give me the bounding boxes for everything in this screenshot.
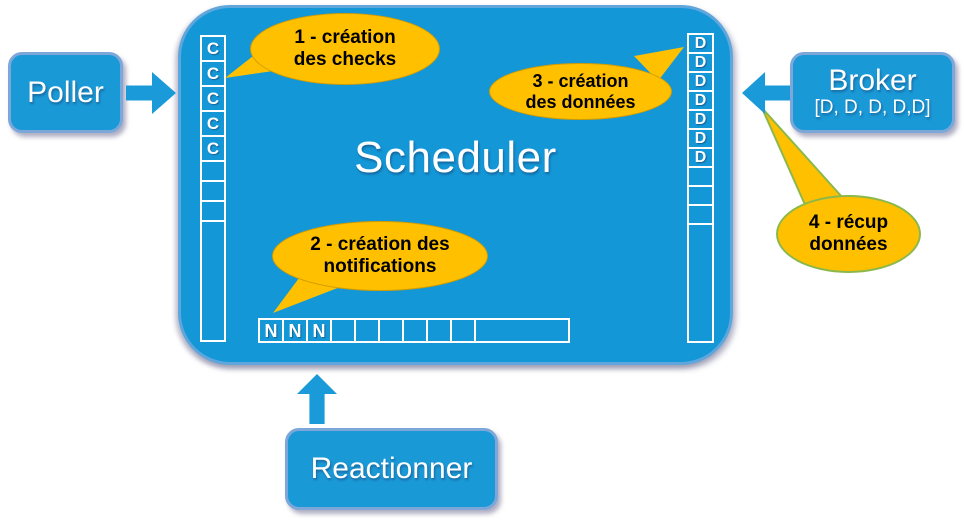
queue-cell [450,318,476,343]
queue-cell: D [687,90,714,111]
queue-cell: N [282,318,308,343]
queue-cell [200,180,226,202]
queue-cell [200,160,226,182]
callout-text: 4 - récup données [808,212,889,255]
arrow-broker-to-scheduler-icon [742,72,790,114]
queue-cell: C [200,60,226,87]
queue-cell: C [200,85,226,112]
queue-cell: D [687,109,714,130]
callout-text: 2 - création des notifications [310,234,450,277]
callout-creation-checks: 1 - création des checks [250,13,440,85]
queue-cell [330,318,356,343]
queue-cell [687,204,714,225]
queue-cell [687,223,714,343]
broker-box: Broker [D, D, D, D,D] [790,52,955,133]
arrow-poller-to-scheduler-icon [126,72,176,114]
queue-cell [426,318,452,343]
reactionner-label: Reactionner [310,452,473,486]
queue-cell [687,185,714,206]
broker-contents: [D, D, D, D,D] [814,96,931,118]
broker-label: Broker [828,64,917,98]
queue-cell: N [306,318,332,343]
reactionner-box: Reactionner [285,428,498,510]
callout-text: 3 - création des données [525,70,636,112]
scheduler-title: Scheduler [354,133,557,182]
queue-cell: C [200,110,226,137]
queue-cell [354,318,380,343]
arrow-reactionner-to-scheduler-icon [297,374,337,424]
callout-creation-notifications: 2 - création des notifications [272,221,488,291]
queue-cell [687,166,714,187]
queue-cell [200,200,226,222]
queue-cell: C [200,135,226,162]
queue-cell: N [258,318,284,343]
queue-cell: D [687,33,714,54]
poller-box: Poller [8,52,123,133]
queue-cell: D [687,128,714,149]
callout-creation-donnees: 3 - création des données [489,63,672,120]
callout-text: 1 - création des checks [293,27,397,70]
queue-cell: C [200,35,226,62]
queue-cell [200,220,226,342]
queue-cell: D [687,52,714,73]
queue-cell: D [687,147,714,168]
callout-recup-donnees: 4 - récup données [776,195,921,273]
queue-cell [402,318,428,343]
queue-cell: D [687,71,714,92]
queue-cell [474,318,570,343]
queue-cell [378,318,404,343]
poller-label: Poller [27,75,104,109]
